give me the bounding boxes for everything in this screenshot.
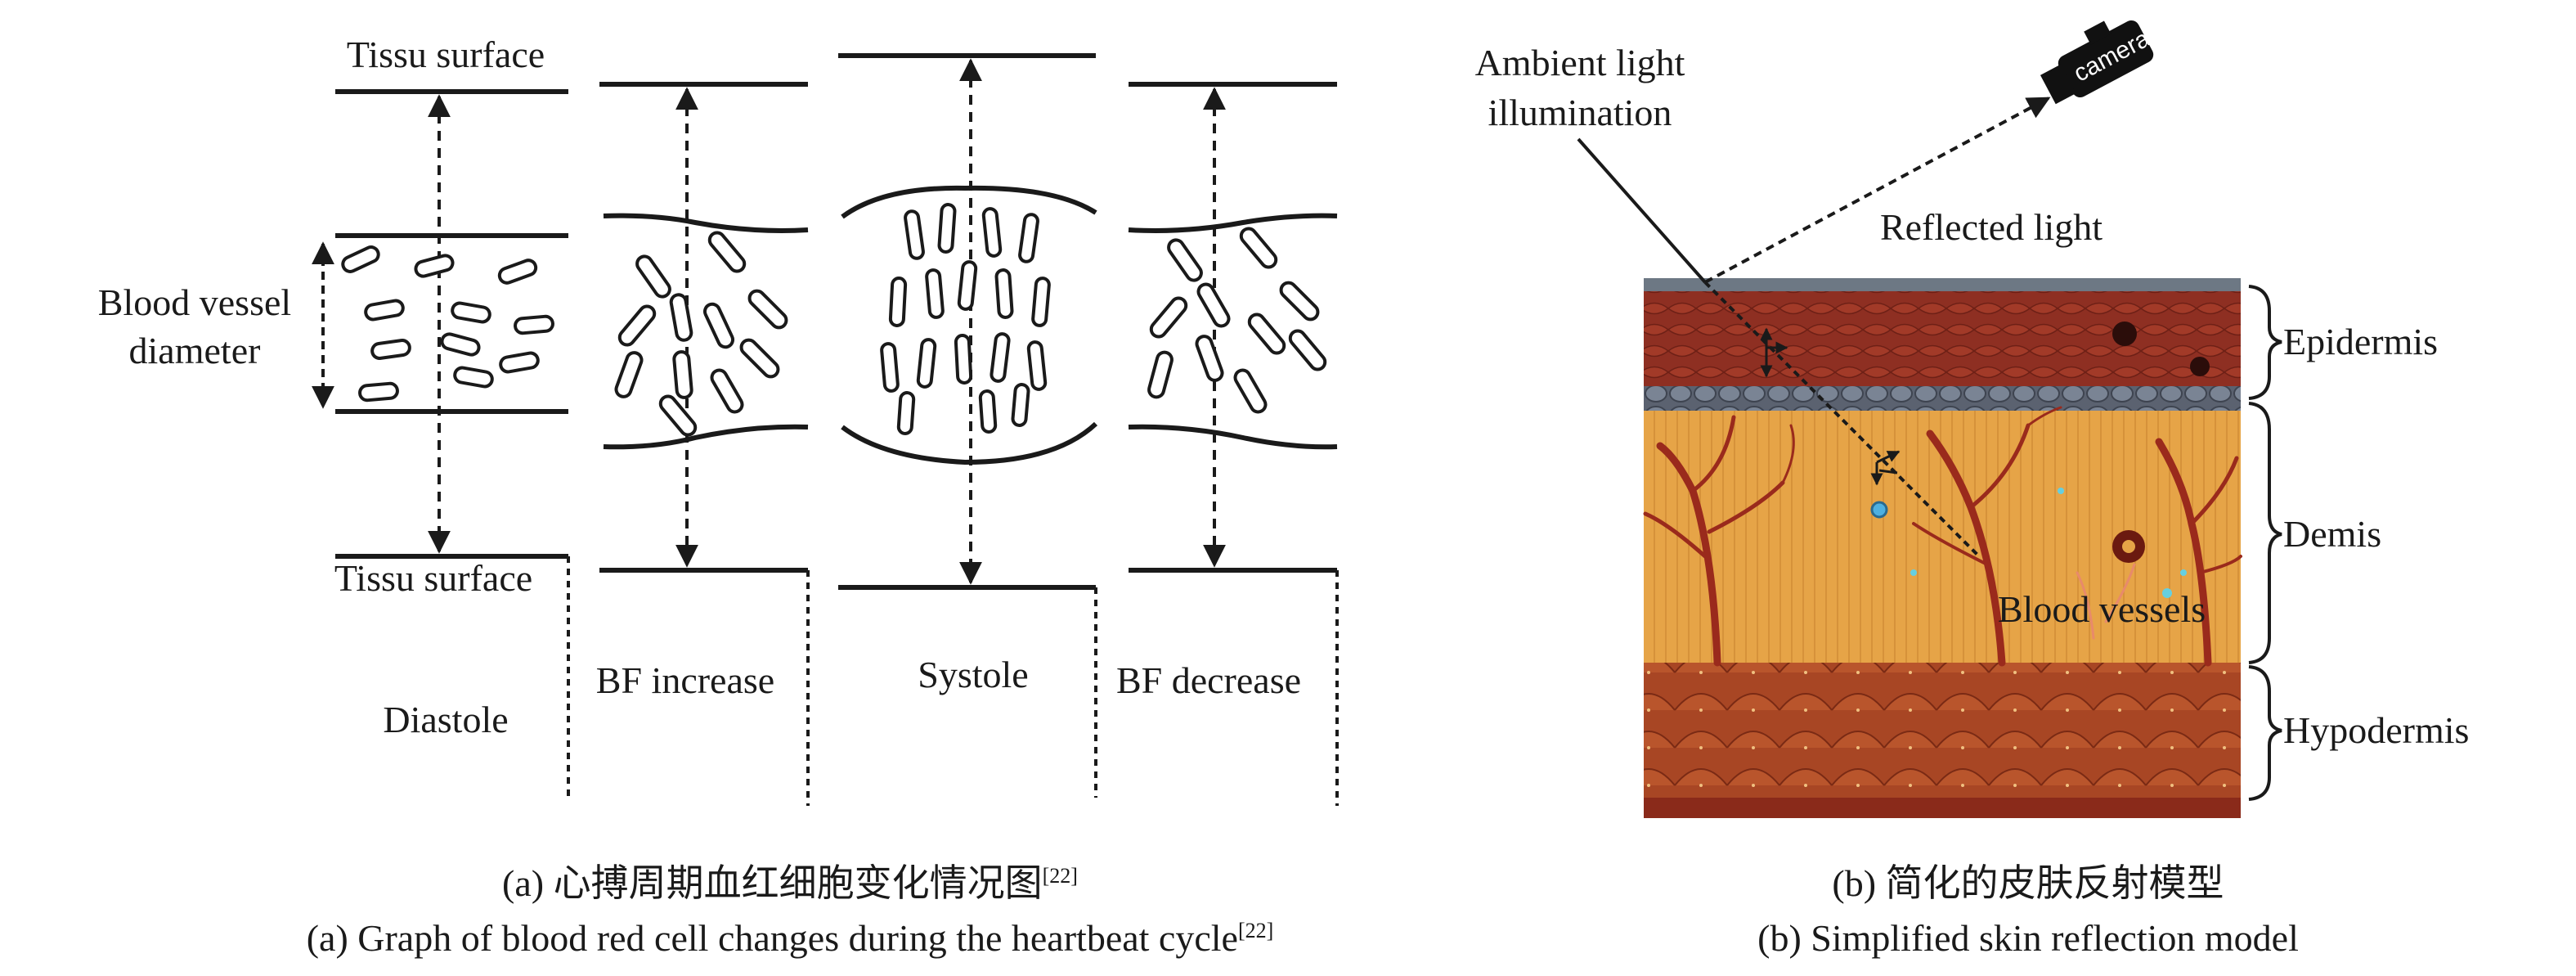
systole-column: Systole <box>838 53 1098 798</box>
camera-icon: camera <box>2040 20 2154 105</box>
bottom-surface-label: Tissu surface <box>334 557 532 599</box>
epidermis-layer <box>1644 278 2241 389</box>
ambient-light-label-line1: Ambient light <box>1475 42 1685 83</box>
layer-label-dermis: Demis <box>2283 513 2381 555</box>
vessel-diameter-label-line2: diameter <box>129 330 261 371</box>
top-surface-label: Tissu surface <box>347 34 545 75</box>
ambient-light-ray <box>1577 137 1707 284</box>
caption-b-chinese: (b) 简化的皮肤反射模型 <box>1832 862 2224 904</box>
bf-increase-column: BF increase <box>596 82 810 806</box>
vessel-diameter-label-line1: Blood vessel <box>98 281 291 323</box>
ambient-light-label-line2: illumination <box>1488 92 1672 133</box>
panel-b-skin-reflection-model: camera Ambient light illumination Reflec… <box>1475 20 2469 959</box>
phase-label-systole: Systole <box>918 654 1028 695</box>
hypodermis-layer <box>1644 663 2241 818</box>
layer-label-epidermis: Epidermis <box>2283 321 2438 362</box>
layer-braces <box>2248 285 2282 801</box>
skin-cross-section <box>1643 278 2242 818</box>
caption-b-english: (b) Simplified skin reflection model <box>1757 917 2299 959</box>
caption-a-english: (a) Graph of blood red cell changes duri… <box>307 917 1274 959</box>
reflected-light-ray <box>1704 97 2051 284</box>
phase-label-bf-decrease: BF decrease <box>1116 659 1301 701</box>
light-paths <box>1577 97 2051 558</box>
reflected-light-label: Reflected light <box>1880 206 2103 248</box>
diastole-column: Tissu surface Diastole <box>334 89 570 802</box>
phase-label-bf-increase: BF increase <box>596 659 774 701</box>
bf-decrease-column: BF decrease <box>1116 82 1339 806</box>
panel-a-heartbeat-diagram: Tissu surface Blood vessel diameter <box>98 34 1339 959</box>
caption-a-chinese: (a) 心搏周期血红细胞变化情况图[22] <box>502 862 1078 904</box>
phase-label-diastole: Diastole <box>383 699 508 740</box>
blood-vessel-network <box>1643 406 2242 667</box>
blood-vessels-label: Blood vessels <box>1998 588 2206 630</box>
penetrating-light-path <box>1703 281 1981 558</box>
layer-label-hypodermis: Hypodermis <box>2283 709 2469 751</box>
